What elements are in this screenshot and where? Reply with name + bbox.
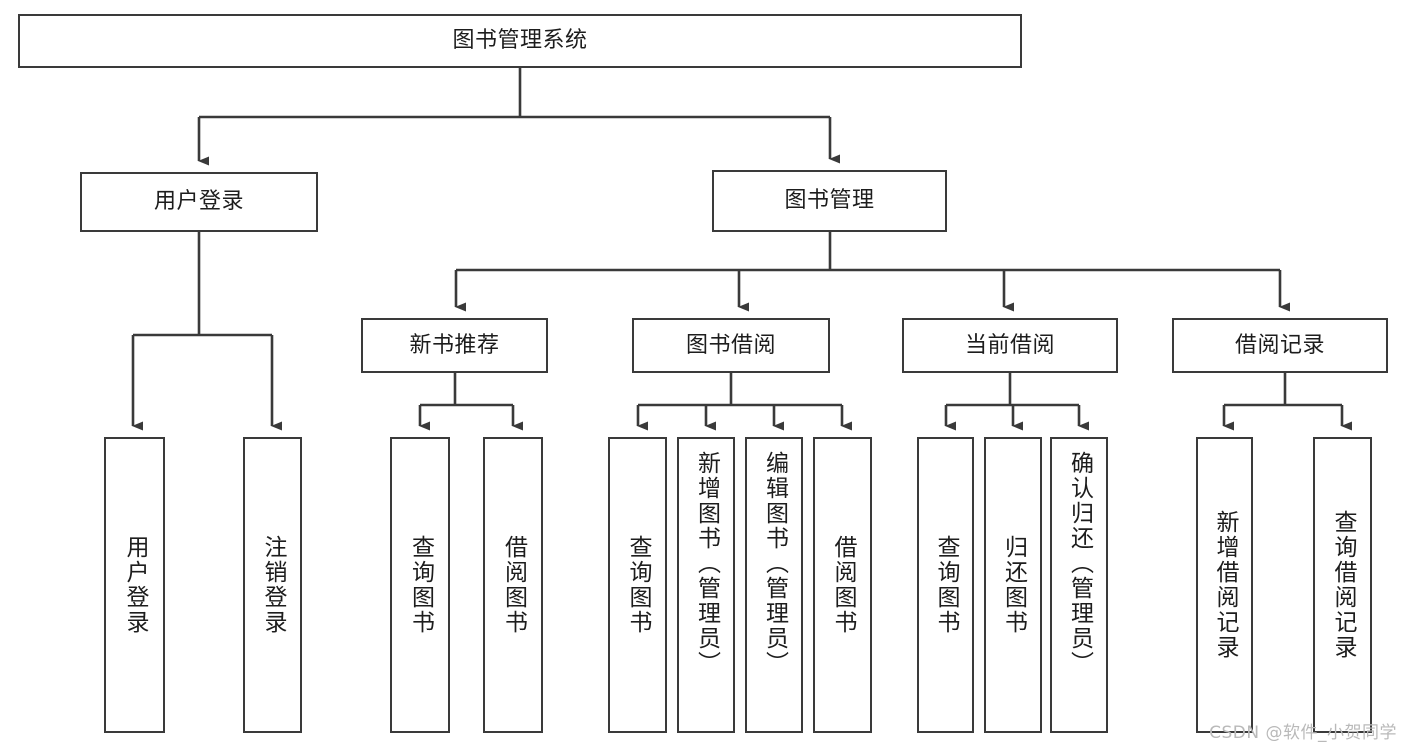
- leaf-nbr-query-book[interactable]: 查询图书: [390, 437, 450, 733]
- node-user-login-label: 用户登录: [153, 189, 244, 215]
- leaf-cb-query-book-label: 查询图书: [933, 535, 959, 635]
- leaf-user-login[interactable]: 用户登录: [104, 437, 165, 733]
- node-new-book-recommend-label: 新书推荐: [409, 332, 500, 358]
- leaf-logout[interactable]: 注销登录: [243, 437, 302, 733]
- node-root[interactable]: 图书管理系统: [18, 14, 1022, 68]
- node-borrow-record[interactable]: 借阅记录: [1172, 318, 1388, 373]
- leaf-nbr-borrow-book-label: 借阅图书: [500, 535, 527, 635]
- leaf-user-login-label: 用户登录: [122, 535, 148, 635]
- node-book-borrow-label: 图书借阅: [685, 332, 776, 358]
- node-user-login[interactable]: 用户登录: [80, 172, 318, 232]
- book-borrow-connectors: [636, 373, 852, 431]
- root-connectors: [197, 68, 840, 166]
- node-new-book-recommend[interactable]: 新书推荐: [361, 318, 548, 373]
- leaf-br-query-record-label: 查询借阅记录: [1330, 510, 1356, 660]
- csdn-watermark: CSDN @软件_小贺同学: [1209, 723, 1397, 743]
- new-book-recommend-connectors: [418, 373, 523, 431]
- leaf-br-query-record[interactable]: 查询借阅记录: [1313, 437, 1372, 733]
- book-management-connectors: [454, 232, 1290, 312]
- borrow-record-connectors: [1222, 373, 1352, 431]
- leaf-cb-query-book[interactable]: 查询图书: [917, 437, 974, 733]
- node-book-management-label: 图书管理: [784, 188, 875, 214]
- leaf-bb-edit-book[interactable]: 编辑图书（管理员）: [745, 437, 803, 733]
- leaf-bb-borrow-book-label: 借阅图书: [830, 535, 856, 635]
- node-current-borrow-label: 当前借阅: [964, 332, 1055, 358]
- leaf-logout-label: 注销登录: [260, 535, 286, 635]
- leaf-bb-borrow-book[interactable]: 借阅图书: [813, 437, 872, 733]
- node-borrow-record-label: 借阅记录: [1234, 332, 1325, 358]
- leaf-br-add-record-label: 新增借阅记录: [1212, 510, 1238, 660]
- leaf-br-add-record[interactable]: 新增借阅记录: [1196, 437, 1253, 733]
- leaf-bb-add-book[interactable]: 新增图书（管理员）: [677, 437, 735, 733]
- node-root-label: 图书管理系统: [452, 28, 588, 54]
- leaf-cb-return-book-label: 归还图书: [1000, 535, 1027, 635]
- user-login-connectors: [131, 232, 282, 431]
- leaf-nbr-borrow-book[interactable]: 借阅图书: [483, 437, 543, 733]
- leaf-bb-edit-book-label: 编辑图书（管理员）: [761, 451, 788, 676]
- node-book-management[interactable]: 图书管理: [712, 170, 947, 232]
- current-borrow-connectors: [944, 373, 1089, 431]
- node-book-borrow[interactable]: 图书借阅: [632, 318, 830, 373]
- leaf-nbr-query-book-label: 查询图书: [407, 535, 434, 635]
- leaf-cb-return-book[interactable]: 归还图书: [984, 437, 1042, 733]
- leaf-bb-add-book-label: 新增图书（管理员）: [693, 451, 720, 676]
- leaf-bb-query-book-label: 查询图书: [625, 535, 651, 635]
- leaf-bb-query-book[interactable]: 查询图书: [608, 437, 667, 733]
- node-current-borrow[interactable]: 当前借阅: [902, 318, 1118, 373]
- leaf-cb-confirm-return[interactable]: 确认归还（管理员）: [1050, 437, 1108, 733]
- leaf-cb-confirm-return-label: 确认归还（管理员）: [1066, 451, 1093, 676]
